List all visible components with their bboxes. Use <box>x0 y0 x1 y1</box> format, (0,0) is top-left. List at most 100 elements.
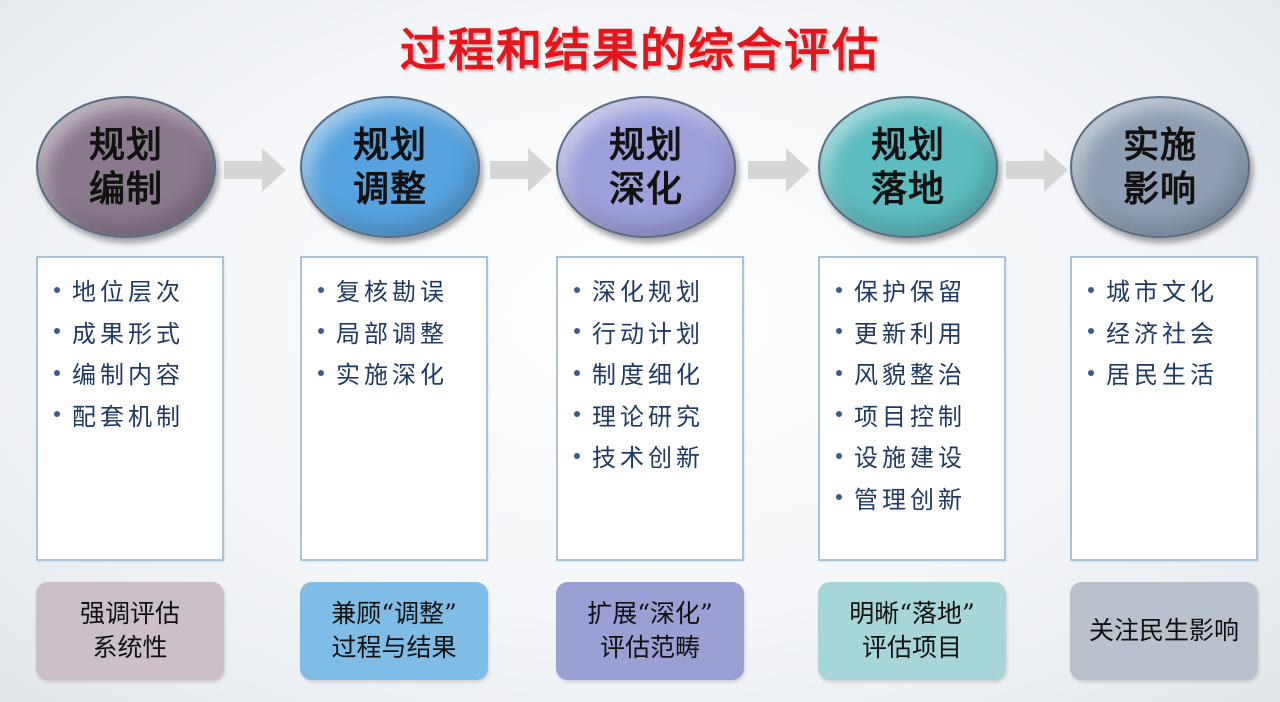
bullet-icon <box>1088 286 1094 293</box>
list-item: 项目控制 <box>836 397 1004 439</box>
bullet-icon <box>318 369 324 376</box>
stage-label-line2: 调整 <box>352 168 427 210</box>
list-item: 编制内容 <box>54 355 222 397</box>
list-item-text: 风貌整治 <box>854 361 966 389</box>
stage-note-2: 兼顾“调整” 过程与结果 <box>300 582 488 680</box>
stage-note-text: 兼顾“调整” 过程与结果 <box>331 599 457 662</box>
list-item: 风貌整治 <box>836 355 1004 397</box>
stage-note-text: 关注民生影响 <box>1088 616 1239 645</box>
stage-note-5: 关注民生影响 <box>1070 582 1258 680</box>
stage-oval-1: 规划 编制 <box>36 96 216 238</box>
bullet-icon <box>836 452 842 459</box>
stage-label-line1: 规划 <box>352 124 427 166</box>
arrow-right-icon <box>490 148 552 192</box>
stage-note-text: 强调评估 系统性 <box>79 599 180 662</box>
list-item: 更新利用 <box>836 314 1004 356</box>
bullet-icon <box>54 369 60 376</box>
bullet-icon <box>574 328 580 334</box>
list-item-text: 更新利用 <box>854 319 966 348</box>
list-item: 经济社会 <box>1088 314 1256 356</box>
list-item: 地位层次 <box>54 272 222 314</box>
bullet-icon <box>54 328 60 334</box>
bullet-icon <box>318 286 324 293</box>
list-item-text: 经济社会 <box>1106 319 1218 348</box>
stage-oval-5: 实施 影响 <box>1070 96 1250 238</box>
stage-label-line2: 落地 <box>870 168 945 210</box>
list-item-text: 局部调整 <box>336 319 448 348</box>
list-item-text: 设施建设 <box>854 444 966 472</box>
bullet-icon <box>318 328 324 334</box>
stage-label-line1: 规划 <box>88 124 163 166</box>
stage-items-list: 复核勘误局部调整实施深化 <box>318 272 486 397</box>
bullet-icon <box>574 369 580 376</box>
stage-items-box-1: 地位层次成果形式编制内容配套机制 <box>36 256 224 561</box>
list-item: 配套机制 <box>54 397 222 439</box>
stage-oval-3: 规划 深化 <box>556 96 736 238</box>
list-item-text: 行动计划 <box>592 319 704 348</box>
list-item: 保护保留 <box>836 272 1004 314</box>
stage-items-box-2: 复核勘误局部调整实施深化 <box>300 256 488 561</box>
stage-items-list: 保护保留更新利用风貌整治项目控制设施建设管理创新 <box>836 272 1004 521</box>
list-item: 实施深化 <box>318 355 486 397</box>
list-item: 成果形式 <box>54 314 222 356</box>
stage-items-box-5: 城市文化经济社会居民生活 <box>1070 256 1258 561</box>
list-item-text: 管理创新 <box>854 485 966 514</box>
bullet-icon <box>836 369 842 376</box>
arrow-right-icon <box>1006 148 1068 192</box>
list-item-text: 成果形式 <box>72 319 184 348</box>
list-item-text: 地位层次 <box>72 278 184 306</box>
list-item-text: 实施深化 <box>336 361 448 389</box>
list-item: 设施建设 <box>836 438 1004 480</box>
list-item: 技术创新 <box>574 438 742 480</box>
stage-items-box-4: 保护保留更新利用风貌整治项目控制设施建设管理创新 <box>818 256 1006 561</box>
list-item: 局部调整 <box>318 314 486 356</box>
stage-label-line1: 规划 <box>608 124 683 166</box>
list-item-text: 居民生活 <box>1106 361 1218 389</box>
list-item-text: 编制内容 <box>72 361 184 389</box>
bullet-icon <box>574 452 580 459</box>
stage-oval-2: 规划 调整 <box>300 96 480 238</box>
arrow-right-icon <box>748 148 810 192</box>
bullet-icon <box>836 286 842 293</box>
bullet-icon <box>836 494 842 500</box>
stage-label-line2: 编制 <box>88 168 163 210</box>
list-item-text: 城市文化 <box>1106 278 1218 306</box>
stage-items-list: 城市文化经济社会居民生活 <box>1088 272 1256 397</box>
arrow-right-icon <box>224 148 286 192</box>
bullet-icon <box>574 286 580 293</box>
list-item: 城市文化 <box>1088 272 1256 314</box>
list-item-text: 技术创新 <box>592 444 704 472</box>
bullet-icon <box>1088 328 1094 334</box>
list-item: 居民生活 <box>1088 355 1256 397</box>
bullet-icon <box>574 411 580 417</box>
stage-note-3: 扩展“深化” 评估范畴 <box>556 582 744 680</box>
bullet-icon <box>836 411 842 417</box>
list-item: 制度细化 <box>574 355 742 397</box>
stage-label-line2: 影响 <box>1122 168 1197 210</box>
bullet-icon <box>836 328 842 334</box>
stage-note-1: 强调评估 系统性 <box>36 582 224 680</box>
list-item-text: 项目控制 <box>854 402 966 431</box>
bullet-icon <box>54 411 60 417</box>
list-item: 管理创新 <box>836 480 1004 522</box>
list-item-text: 保护保留 <box>854 278 966 306</box>
stage-label-line1: 规划 <box>870 124 945 166</box>
stage-items-list: 地位层次成果形式编制内容配套机制 <box>54 272 222 438</box>
stage-label-line2: 深化 <box>608 168 683 210</box>
list-item: 复核勘误 <box>318 272 486 314</box>
list-item: 深化规划 <box>574 272 742 314</box>
stage-note-text: 明晰“落地” 评估项目 <box>849 599 975 662</box>
stage-note-4: 明晰“落地” 评估项目 <box>818 582 1006 680</box>
stage-items-box-3: 深化规划行动计划制度细化理论研究技术创新 <box>556 256 744 561</box>
bullet-icon <box>1088 369 1094 376</box>
list-item: 理论研究 <box>574 397 742 439</box>
bullet-icon <box>54 286 60 293</box>
list-item-text: 制度细化 <box>592 361 704 389</box>
list-item-text: 深化规划 <box>592 278 704 306</box>
list-item-text: 理论研究 <box>592 402 704 431</box>
stage-items-list: 深化规划行动计划制度细化理论研究技术创新 <box>574 272 742 480</box>
list-item: 行动计划 <box>574 314 742 356</box>
list-item-text: 配套机制 <box>72 402 184 431</box>
stage-oval-4: 规划 落地 <box>818 96 998 238</box>
list-item-text: 复核勘误 <box>336 278 448 306</box>
